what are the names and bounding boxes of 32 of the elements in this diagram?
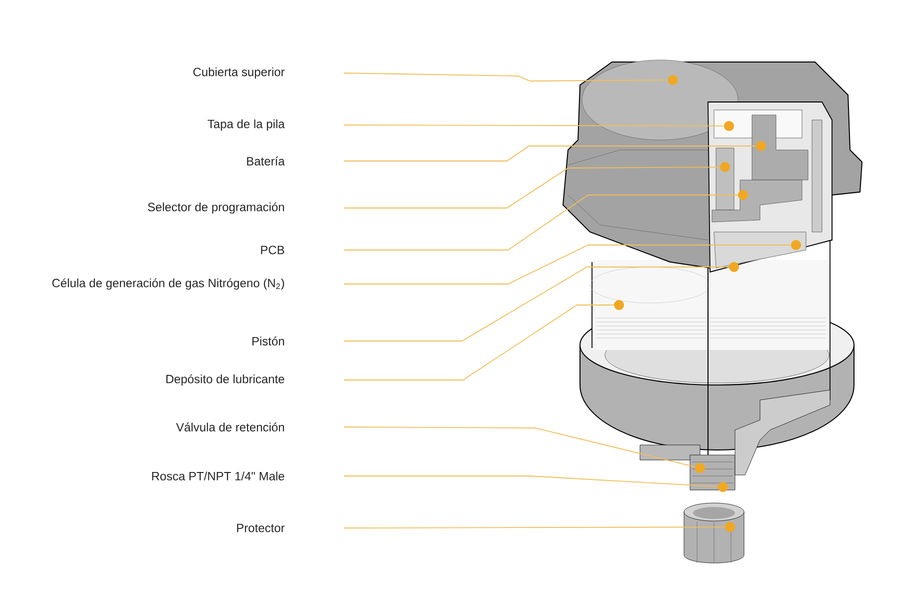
leader-line [344, 124, 724, 126]
part-label: Protector [237, 524, 285, 532]
part-label: Selector de programación [148, 202, 284, 214]
leader-line [344, 146, 756, 162]
callout-dot [738, 190, 748, 200]
callout-dot [695, 463, 705, 473]
callout-dot [756, 141, 766, 151]
part-label: Célula de generación de gas Nitrógeno (N$_{2}$) [52, 278, 284, 290]
leader-line [344, 266, 730, 342]
callout-dot [718, 482, 728, 492]
callout-dot [724, 121, 734, 131]
leader-line [344, 194, 738, 250]
part-label: Rosca PT/NPT 1/4" Male [152, 472, 284, 480]
leader-line [344, 166, 720, 208]
part-label: Tapa de la pila [208, 119, 285, 131]
leader-line [344, 304, 614, 380]
callout-dot [791, 240, 801, 250]
callout-dot [729, 262, 739, 272]
leader-line [344, 72, 668, 82]
part-label: Batería [247, 156, 285, 166]
part-label: Válvula de retención [176, 422, 284, 432]
callout-dot [725, 522, 735, 532]
callout-dot [668, 75, 678, 85]
leader-line [344, 426, 696, 468]
part-label: Depósito de lubricante [166, 374, 284, 386]
part-label: PCB [261, 246, 284, 254]
callout-dot [720, 162, 730, 172]
callout-dot [614, 300, 624, 310]
leader-line [344, 476, 718, 488]
leader-line [344, 526, 726, 528]
part-label: Cubierta superior [193, 67, 285, 79]
part-label: Pistón [252, 336, 284, 346]
